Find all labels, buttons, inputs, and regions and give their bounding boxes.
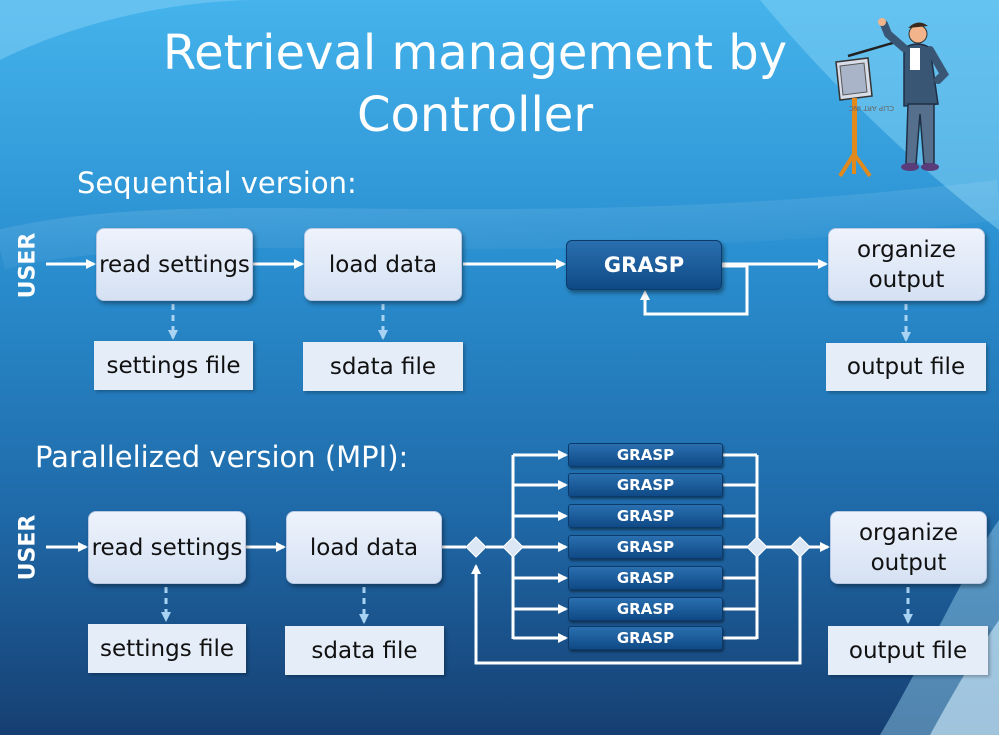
par-grasp-node: GRASP: [568, 626, 723, 650]
seq-user-label: USER: [15, 232, 41, 299]
par-organize-output-box: organize output: [830, 511, 987, 584]
clipart-watermark: CLIP ART INC: [849, 104, 894, 112]
seq-settings-file-box: settings file: [94, 341, 253, 390]
par-grasp-node: GRASP: [568, 566, 723, 590]
par-loop-arrow: [471, 556, 802, 665]
seq-output-file-box: output file: [826, 343, 986, 391]
par-sdata-file-box: sdata file: [285, 626, 444, 675]
seq-load-data-box: load data: [304, 228, 462, 301]
par-grasp-node: GRASP: [568, 443, 723, 467]
par-user-label: USER: [15, 514, 41, 581]
par-fanin-lines: [723, 453, 757, 640]
par-grasp-node: GRASP: [568, 597, 723, 621]
par-grasp-node: GRASP: [568, 504, 723, 528]
conductor-clipart: CLIP ART INC: [835, 18, 950, 178]
par-split-diamond-2: [502, 536, 524, 558]
seq-read-settings-box: read settings: [96, 228, 253, 301]
sequential-heading: Sequential version:: [77, 166, 357, 200]
page-title-line-1: Retrieval management by: [162, 25, 788, 81]
par-grasp-node: GRASP: [568, 473, 723, 497]
par-merge-diamond-2: [789, 536, 811, 558]
par-output-file-box: output file: [828, 626, 988, 675]
page-title-line-2: Controller: [356, 87, 594, 143]
par-grasp-node: GRASP: [568, 535, 723, 559]
par-fanout-arrows: [513, 450, 568, 643]
conductor-figure-icon: [878, 18, 950, 171]
seq-sdata-file-box: sdata file: [303, 342, 463, 391]
seq-organize-output-box: organize output: [828, 228, 985, 301]
par-split-diamond-1: [465, 536, 487, 558]
parallel-heading: Parallelized version (MPI):: [35, 440, 409, 474]
par-read-settings-box: read settings: [88, 511, 246, 584]
music-stand-icon: [835, 57, 873, 178]
seq-grasp-loop-arrow: [640, 264, 749, 316]
par-merge-diamond-1: [746, 536, 768, 558]
par-settings-file-box: settings file: [88, 624, 246, 673]
seq-grasp-box: GRASP: [566, 240, 722, 290]
par-load-data-box: load data: [286, 511, 442, 584]
